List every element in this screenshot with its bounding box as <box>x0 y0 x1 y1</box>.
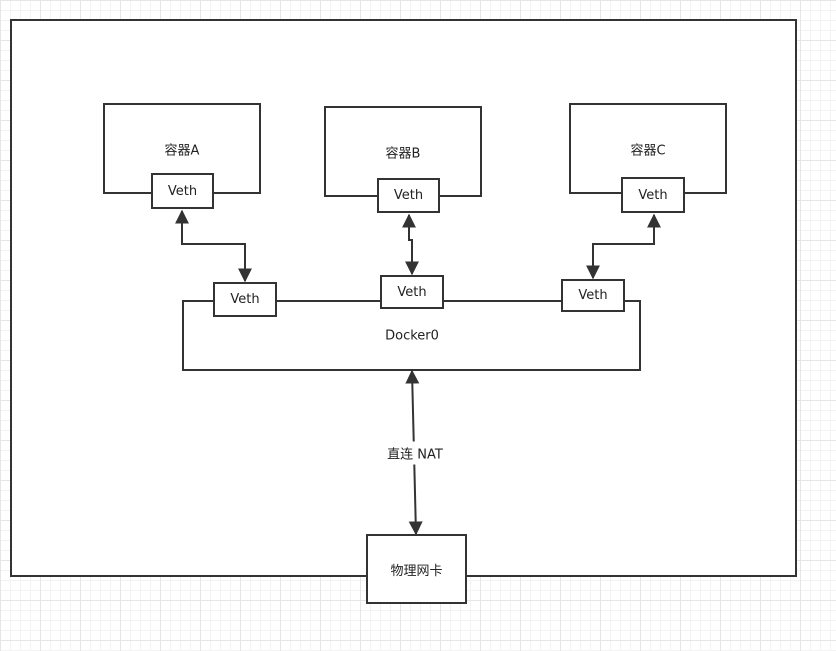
container-b-veth: Veth <box>377 178 440 213</box>
bridge-veth-c: Veth <box>561 279 625 312</box>
uplink-label: 直连 NAT <box>384 441 446 465</box>
link-container-a-veth <box>175 209 252 283</box>
container-c-veth: Veth <box>621 177 685 213</box>
container-a-label: 容器A <box>164 143 200 159</box>
bridge-veth-b: Veth <box>380 275 444 309</box>
container-c-label: 容器C <box>630 143 666 159</box>
docker0-label: Docker0 <box>385 328 439 344</box>
container-b-label: 容器B <box>385 146 421 162</box>
bridge-veth-a: Veth <box>213 282 277 317</box>
physical-nic-box: 物理网卡 <box>366 534 467 604</box>
link-container-c-veth <box>586 213 661 280</box>
link-container-b-veth <box>402 213 419 276</box>
container-a-veth: Veth <box>151 173 214 209</box>
